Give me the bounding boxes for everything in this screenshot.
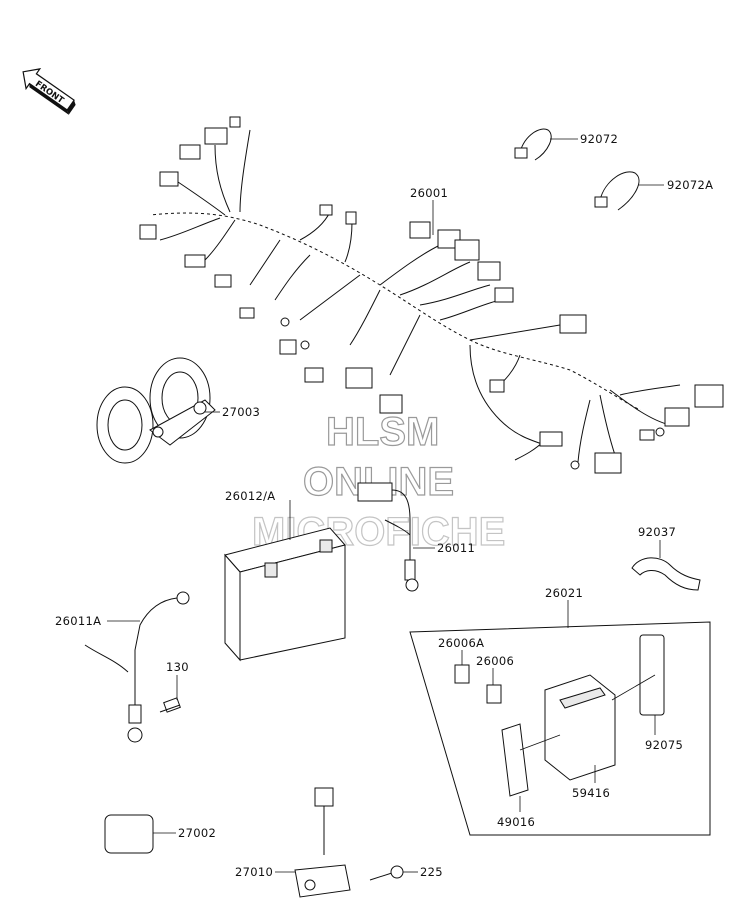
label-26012a: 26012/A (225, 489, 275, 503)
watermark-line-1: HLSM (326, 410, 439, 454)
label-26001: 26001 (410, 186, 448, 200)
bolt-130 (159, 675, 181, 713)
label-26021: 26021 (545, 586, 583, 600)
label-27002: 27002 (178, 826, 216, 840)
bolt-225 (369, 865, 418, 881)
label-26006: 26006 (476, 654, 514, 668)
label-92075: 92075 (645, 738, 683, 752)
relay-27002 (104, 814, 176, 854)
battery-26012a (224, 500, 346, 662)
label-59416: 59416 (572, 786, 610, 800)
clamp-92037 (631, 540, 701, 591)
horn-27003 (96, 357, 220, 464)
sensor-27010 (275, 787, 351, 898)
label-27010: 27010 (235, 865, 273, 879)
label-130: 130 (166, 660, 189, 674)
label-26011a: 26011A (55, 614, 101, 628)
label-92072: 92072 (580, 132, 618, 146)
cable-tie-92072a (594, 171, 664, 211)
cable-tie-92072 (514, 128, 578, 161)
label-27003: 27003 (222, 405, 260, 419)
front-arrow-badge: FRONT (22, 68, 76, 115)
label-225: 225 (420, 865, 443, 879)
label-49016: 49016 (497, 815, 535, 829)
label-26006a: 26006A (438, 636, 484, 650)
battery-cable-26011 (357, 482, 435, 592)
junction-box-group-26021 (409, 600, 711, 836)
label-92037: 92037 (638, 525, 676, 539)
label-26011: 26011 (437, 541, 475, 555)
main-wiring-harness (139, 116, 724, 474)
battery-cable-26011a (84, 591, 190, 743)
label-92072a: 92072A (667, 178, 713, 192)
part-labels: 92072 92072A 26001 27003 26012/A 26011 9… (55, 132, 713, 879)
